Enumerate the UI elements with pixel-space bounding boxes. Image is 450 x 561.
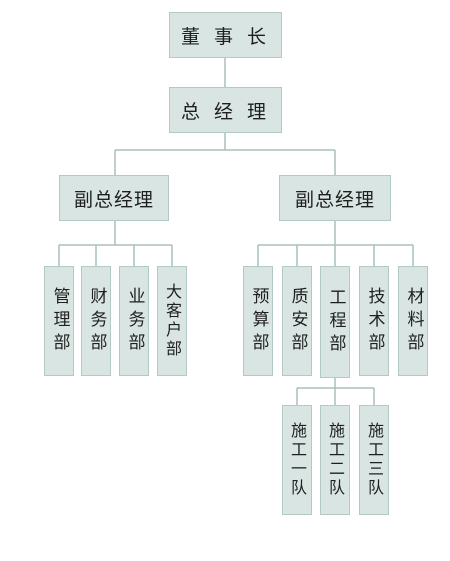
department-label: 管理部 (49, 286, 70, 356)
construction-team-box: 施工三队 (359, 405, 389, 515)
deputy-manager-left-label: 副总经理 (73, 188, 154, 211)
department-label: 材料部 (403, 286, 424, 356)
deputy-manager-left-box: 副总经理 (59, 175, 169, 221)
chairman-box: 董 事 长 (169, 12, 282, 58)
department-label: 业务部 (124, 286, 145, 356)
department-box: 财务部 (81, 266, 111, 376)
deputy-manager-right-label: 副总经理 (294, 188, 375, 211)
construction-team-box: 施工二队 (320, 405, 350, 515)
department-label: 预算部 (248, 286, 269, 356)
chairman-label: 董 事 长 (180, 25, 271, 48)
general-manager-label: 总 经 理 (180, 100, 271, 123)
construction-team-box: 施工一队 (282, 405, 312, 515)
department-box: 技术部 (359, 266, 389, 376)
department-box: 大客户部 (157, 266, 187, 376)
general-manager-box: 总 经 理 (169, 87, 282, 133)
department-label: 财务部 (86, 286, 107, 356)
department-label: 质安部 (287, 286, 308, 356)
construction-team-label: 施工三队 (365, 422, 384, 498)
construction-team-label: 施工二队 (326, 422, 345, 498)
department-box: 质安部 (282, 266, 312, 376)
department-box: 材料部 (398, 266, 428, 376)
construction-team-label: 施工一队 (288, 422, 307, 498)
department-label: 工程部 (325, 287, 346, 357)
deputy-manager-right-box: 副总经理 (279, 175, 391, 221)
department-label: 大客户部 (163, 283, 182, 359)
department-label: 技术部 (364, 286, 385, 356)
department-box: 预算部 (243, 266, 273, 376)
department-box: 管理部 (44, 266, 74, 376)
department-box: 业务部 (119, 266, 149, 376)
department-box: 工程部 (320, 266, 350, 378)
